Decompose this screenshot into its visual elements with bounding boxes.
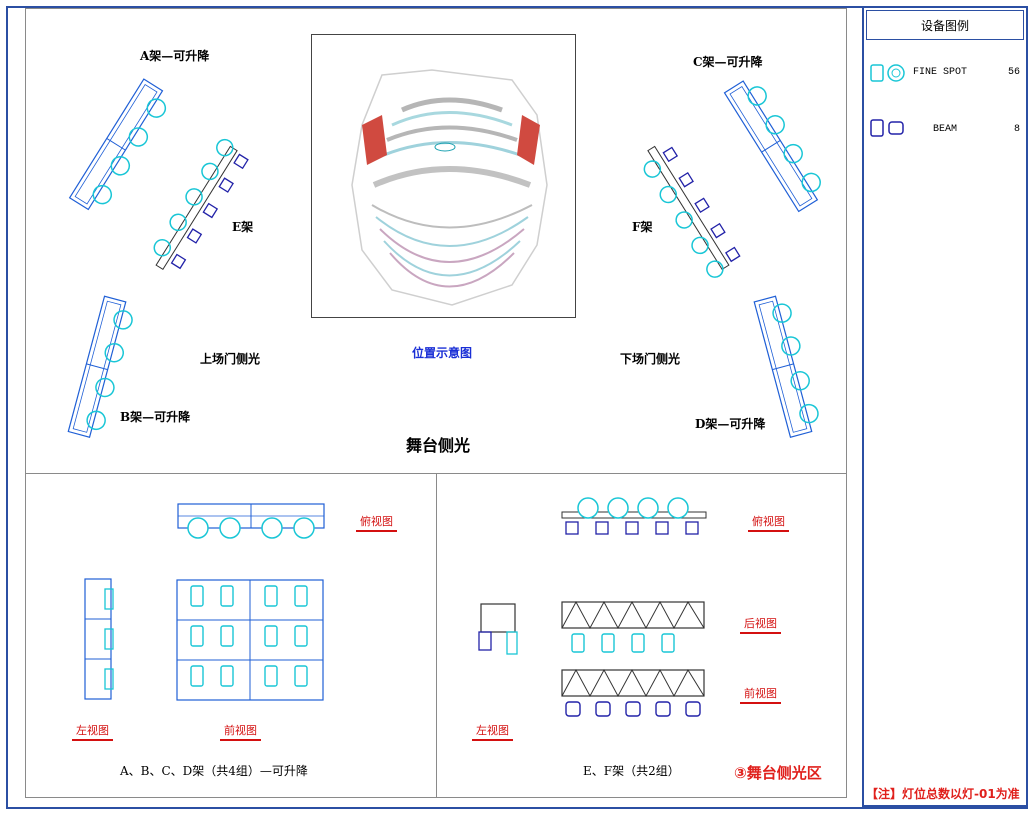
- ef-top-view: [561, 497, 707, 535]
- e-truss-label: E架: [232, 220, 254, 234]
- legend-item-beam-count: 8: [1014, 124, 1021, 135]
- a-truss-drawing: [68, 78, 167, 211]
- legend-title: 设备图例: [866, 10, 1024, 40]
- a-truss-label: A架—可升降: [140, 49, 210, 63]
- abcd-front-view: [176, 579, 324, 701]
- fixture-note: 【注】灯位总数以灯-01为准: [866, 787, 1020, 801]
- detail-divider: [436, 473, 437, 798]
- f-truss-label: F架: [632, 220, 653, 234]
- downstage-side-label: 下场门侧光: [620, 352, 681, 366]
- e-truss-drawing: [153, 138, 249, 271]
- top-view-label-1: 俯视图: [356, 513, 397, 532]
- legend-item-fine-spot-name: FINE SPOT: [913, 67, 968, 78]
- ef-back-view: [561, 600, 705, 653]
- front-view-label-1: 前视图: [220, 722, 261, 741]
- location-map: [311, 34, 576, 318]
- left-view-label-1: 左视图: [72, 722, 113, 741]
- b-truss-drawing: [67, 295, 133, 438]
- abcd-caption: A、B、C、D架（共4组）—可升降: [120, 764, 308, 778]
- c-truss-drawing: [723, 80, 821, 213]
- c-truss-label: C架—可升降: [693, 55, 763, 69]
- f-truss-drawing: [643, 145, 741, 278]
- abcd-left-view: [84, 578, 114, 700]
- location-map-label: 位置示意图: [412, 346, 473, 360]
- fine-spot-icon: [870, 64, 905, 82]
- back-view-label-2: 后视图: [740, 615, 781, 634]
- zone-label: ③舞台侧光区: [734, 764, 822, 782]
- d-truss-label: D架—可升降: [695, 417, 766, 431]
- legend-panel: [862, 6, 1028, 807]
- legend-item-beam-name: BEAM: [933, 124, 958, 135]
- abcd-top-view: [177, 503, 325, 539]
- b-truss-label: B架—可升降: [120, 410, 191, 424]
- ef-caption: E、F架（共2组）: [583, 764, 680, 778]
- upstage-side-label: 上场门侧光: [200, 352, 261, 366]
- front-view-label-2: 前视图: [740, 685, 781, 704]
- legend-item-fine-spot-count: 56: [1008, 67, 1021, 78]
- d-truss-drawing: [753, 295, 819, 438]
- beam-icon: [870, 119, 904, 137]
- ef-front-view: [561, 668, 705, 717]
- section-title: 舞台侧光: [406, 436, 471, 455]
- top-view-label-2: 俯视图: [748, 513, 789, 532]
- auditorium-plan: [351, 69, 548, 306]
- ef-left-view: [478, 603, 518, 655]
- left-view-label-2: 左视图: [472, 722, 513, 741]
